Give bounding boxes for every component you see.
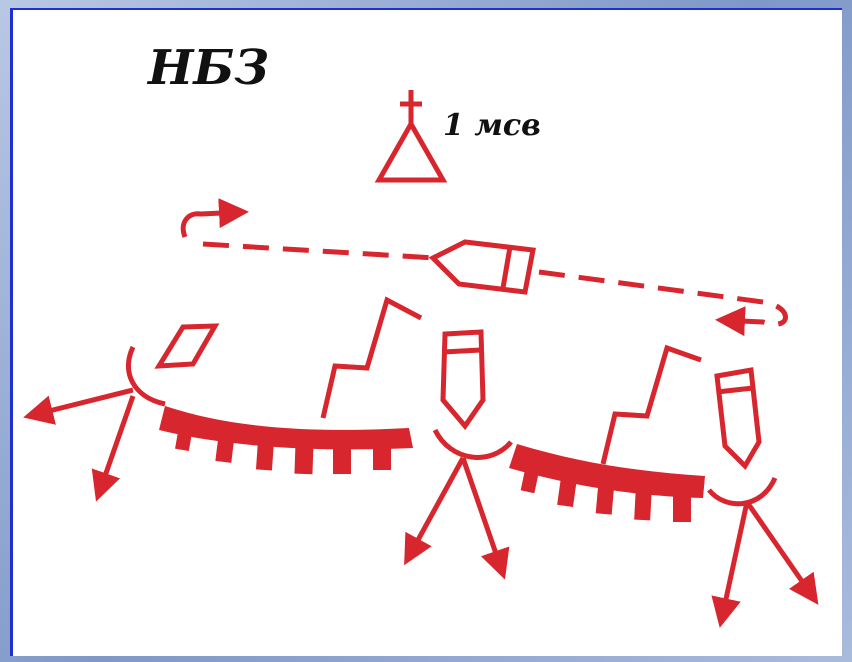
fire-sector-arrow-down — [91, 395, 136, 502]
fire-sector-arrow-right — [744, 500, 819, 605]
patrol-route-arrow — [180, 198, 788, 337]
machine-gun-icon — [600, 344, 702, 465]
machine-gun-icon-3 — [714, 367, 762, 471]
diagram-title: НБЗ — [146, 40, 269, 96]
trench-end-arc — [432, 428, 513, 460]
fire-sector-arrow-left — [711, 501, 750, 628]
observation-post-diamond-icon — [154, 323, 220, 369]
trench-end-arc — [126, 345, 166, 407]
middle-fire-sector — [404, 428, 513, 580]
right-position-group — [600, 344, 819, 628]
slide-panel: НБЗ 1 мсв — [10, 8, 842, 656]
vehicle-icon — [428, 239, 536, 295]
machine-gun-icon-2 — [440, 329, 486, 431]
trench-line-left — [159, 406, 413, 475]
machine-gun-icon — [320, 296, 423, 419]
fire-sector-arrow-left — [23, 387, 134, 425]
trench-end-arc — [707, 476, 778, 507]
unit-label: 1 мсв — [443, 108, 541, 143]
fire-sector-arrow-left — [404, 456, 466, 566]
left-position-group — [23, 296, 486, 502]
tactical-diagram: НБЗ 1 мсв — [23, 40, 819, 628]
command-post-flag-icon — [374, 90, 448, 183]
fire-sector-arrow-right — [460, 457, 510, 580]
trench-line-right — [509, 444, 705, 522]
